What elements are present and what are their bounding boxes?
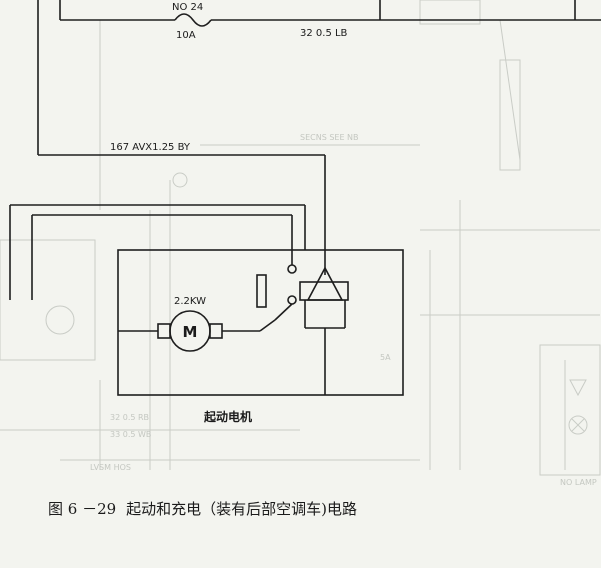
wire-feed-label: 167 AVX1.25 BY: [110, 142, 191, 153]
wire-top-label: 32 0.5 LB: [300, 28, 348, 39]
figure-number: 图 6 －29: [48, 500, 117, 518]
fuse-rating-label: 10A: [176, 30, 196, 41]
starter-box: [117, 249, 404, 396]
svg-text:NO LAMP: NO LAMP: [560, 478, 597, 487]
fuse-ref-label: NO 24: [172, 2, 203, 13]
wiring: [9, 0, 601, 396]
motor-symbol: M: [183, 323, 198, 341]
svg-text:33 0.5 WB: 33 0.5 WB: [110, 430, 151, 439]
labels: NO 24 10A 32 0.5 LB 167 AVX1.25 BY 2.2KW…: [110, 2, 348, 424]
figure-caption: 图 6 －29 起动和充电（装有后部空调车)电路: [48, 498, 367, 519]
figure-title: 起动和充电（装有后部空调车)电路: [126, 500, 358, 518]
svg-text:LVSM HOS: LVSM HOS: [90, 463, 131, 472]
svg-text:SECNS SEE NB: SECNS SEE NB: [300, 133, 359, 142]
svg-text:5A: 5A: [380, 353, 391, 362]
background-bleed: SECNS SEE NB 32 0.5 RB 33 0.5 WB LVSM HO…: [0, 0, 601, 487]
fuse-symbol: [174, 13, 212, 27]
solenoid-bar: [256, 274, 267, 308]
svg-text:32 0.5 RB: 32 0.5 RB: [110, 413, 149, 422]
module-title: 起动电机: [203, 409, 252, 424]
motor-power-label: 2.2KW: [174, 296, 206, 307]
